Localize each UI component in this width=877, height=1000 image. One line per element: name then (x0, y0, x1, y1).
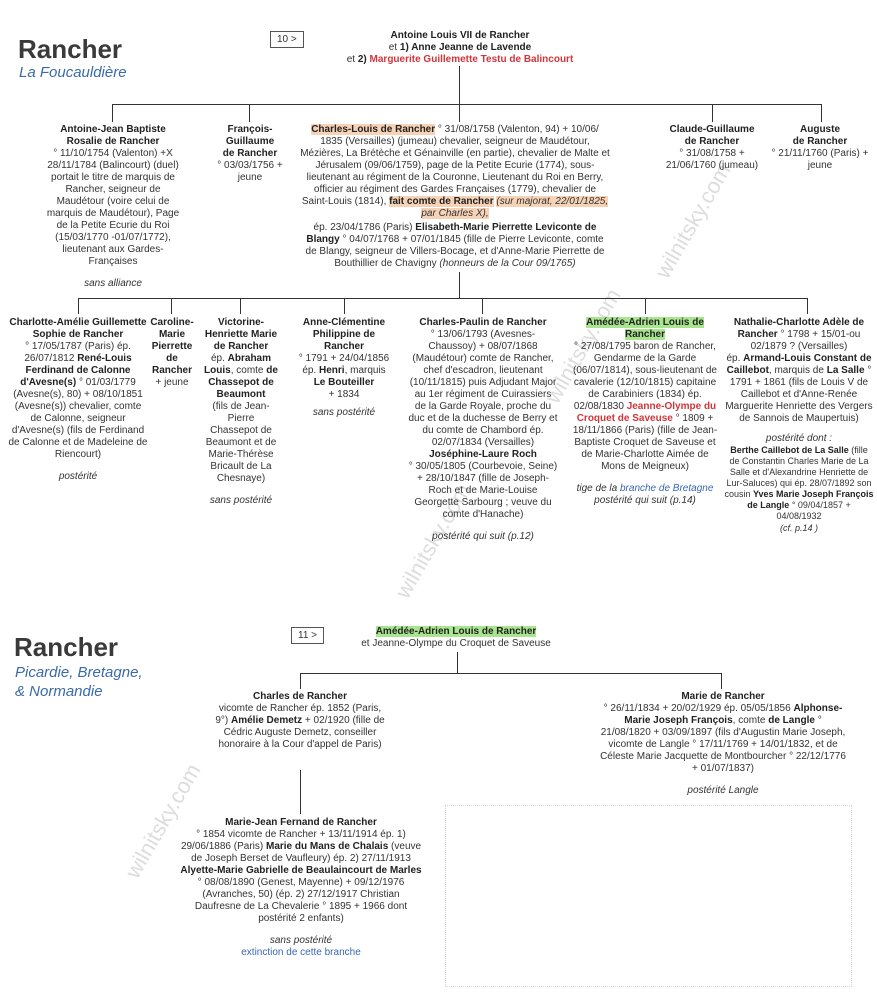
tree-line (721, 673, 722, 689)
person-antoine-jean: Antoine-Jean Baptiste Rosalie de Rancher… (46, 124, 180, 289)
person-auguste: Auguste de Rancher ° 21/11/1760 (Paris) … (771, 124, 869, 171)
tree-line (300, 673, 301, 689)
person-claude: Claude-Guillaume de Rancher ° 31/08/1758… (665, 124, 759, 171)
tree-line (459, 66, 460, 104)
person-charlotte: Charlotte-Amélie Guillemette Sophie de R… (8, 317, 148, 482)
tree-line (459, 272, 460, 298)
head-couple: Amédée-Adrien Louis de Rancher et Jeanne… (361, 626, 551, 649)
person-francois: François- Guillaume de Rancher ° 03/03/1… (217, 124, 283, 183)
tree-line (78, 298, 79, 314)
person-nathalie: Nathalie-Charlotte Adèle de Rancher ° 17… (724, 317, 874, 533)
tree-line (344, 298, 345, 314)
highlighted-name: Amédée-Adrien Louis de Rancher (586, 317, 704, 340)
tree-line (807, 298, 808, 314)
highlighted-name: Amédée-Adrien Louis de Rancher (375, 626, 537, 637)
page-ref-link[interactable]: 10 > (270, 31, 304, 48)
person-marie-jean: Marie-Jean Fernand de Rancher ° 1854 vic… (178, 817, 424, 959)
section-title: Rancher (18, 34, 123, 64)
person-charles-louis: Charles-Louis de Rancher ° 31/08/1758 (V… (300, 124, 610, 269)
section-subtitle: Picardie, Bretagne, (15, 664, 143, 681)
tree-line (300, 673, 722, 674)
section-title: Rancher (14, 632, 119, 662)
tree-line (112, 104, 113, 122)
head-couple: Antoine Louis VII de Rancher et 1) Anne … (346, 30, 574, 65)
tree-line (457, 652, 458, 673)
tree-line (712, 104, 713, 122)
tree-line (78, 298, 808, 299)
spouse-name: Marguerite Guillemette Testu de Balincou… (369, 54, 574, 65)
tree-line (112, 104, 822, 105)
tree-line (249, 104, 250, 122)
person-charles-paulin: Charles-Paulin de Rancher ° 13/06/1793 (… (408, 317, 558, 542)
tree-line (300, 770, 301, 814)
tree-line (645, 298, 646, 314)
decorative-frame (445, 805, 852, 987)
watermark-text: wilnitsky.com (650, 159, 736, 283)
tree-line (482, 298, 483, 314)
tree-line (821, 104, 822, 122)
section-subtitle: & Normandie (15, 683, 103, 700)
tree-line (459, 104, 460, 122)
person-marie: Marie de Rancher ° 26/11/1834 + 20/02/19… (600, 691, 846, 796)
person-anne: Anne-Clémentine Philippine de Rancher ° … (298, 317, 390, 418)
person-caroline: Caroline-Marie Pierrette de Rancher + je… (150, 317, 194, 388)
extinction-note: extinction de cette branche (241, 947, 361, 958)
person-amedee: Amédée-Adrien Louis de Rancher ° 27/08/1… (572, 317, 718, 506)
section-subtitle: La Foucauldière (19, 64, 127, 81)
head-name: Antoine Louis VII de Rancher (390, 30, 530, 41)
tree-line (171, 298, 172, 314)
highlighted-name: Charles-Louis de Rancher (311, 124, 436, 135)
person-victorine: Victorine-Henriette Marie de Rancher ép.… (204, 317, 278, 506)
tree-line (240, 298, 241, 314)
cousin-link[interactable]: Yves Marie Joseph François de Langle (747, 489, 874, 510)
page-ref-link[interactable]: 11 > (291, 627, 324, 644)
person-charles: Charles de Rancher vicomte de Rancher ép… (215, 691, 385, 750)
branch-link[interactable]: branche de Bretagne (619, 483, 714, 494)
